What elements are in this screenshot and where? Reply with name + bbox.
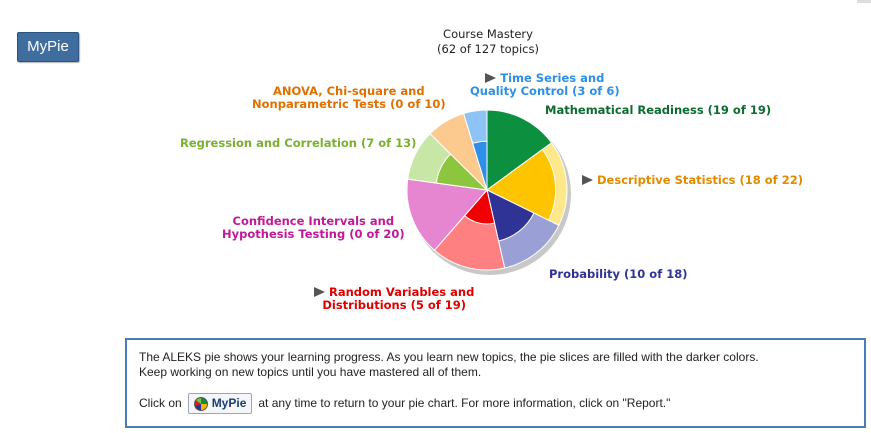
label-random-variables[interactable]: Random Variables and Distributions (5 of… [314, 286, 474, 312]
chart-title: Course Mastery (62 of 127 topics) [388, 27, 588, 57]
chart-subtitle: (62 of 127 topics) [437, 42, 539, 56]
label-regression-correlation[interactable]: Regression and Correlation (7 of 13) [180, 136, 417, 150]
info-box: The ALEKS pie shows your learning progre… [125, 338, 866, 428]
chart-title-text: Course Mastery [443, 27, 533, 41]
arrow-icon [485, 73, 497, 83]
arrow-icon [582, 175, 593, 185]
info-line-2: Keep working on new topics until you hav… [139, 365, 482, 379]
info-line-1: The ALEKS pie shows your learning progre… [139, 350, 759, 364]
info-line-3: Click on MyPie at any time to return to … [139, 393, 852, 414]
click-on-text: Click on [139, 396, 182, 410]
label-probability[interactable]: Probability (10 of 18) [549, 267, 688, 281]
slice-mastered-descriptive-statistics[interactable] [486, 148, 557, 222]
slice-mastered-time-series-and-quality-control[interactable] [472, 140, 488, 191]
inline-mypie-button[interactable]: MyPie [187, 393, 253, 414]
mypie-button[interactable]: MyPie [17, 32, 79, 62]
pie-icon [193, 396, 208, 411]
after-button-text: at any time to return to your pie chart.… [258, 396, 671, 410]
window-corner [857, 0, 871, 3]
slice-mastered-mathematical-readiness[interactable] [486, 109, 553, 191]
label-mathematical-readiness[interactable]: Mathematical Readiness (19 of 19) [545, 103, 772, 117]
slice-confidence-intervals-and-hypothesis-testing[interactable] [406, 178, 488, 251]
label-time-series[interactable]: Time Series and Quality Control (3 of 6) [470, 71, 620, 98]
label-confidence-intervals[interactable]: Confidence Intervals and Hypothesis Test… [222, 214, 405, 241]
label-descriptive-statistics[interactable]: Descriptive Statistics (18 of 22) [582, 174, 803, 187]
arrow-icon [314, 287, 325, 297]
label-anova[interactable]: ANOVA, Chi-square and Nonparametric Test… [252, 84, 446, 111]
